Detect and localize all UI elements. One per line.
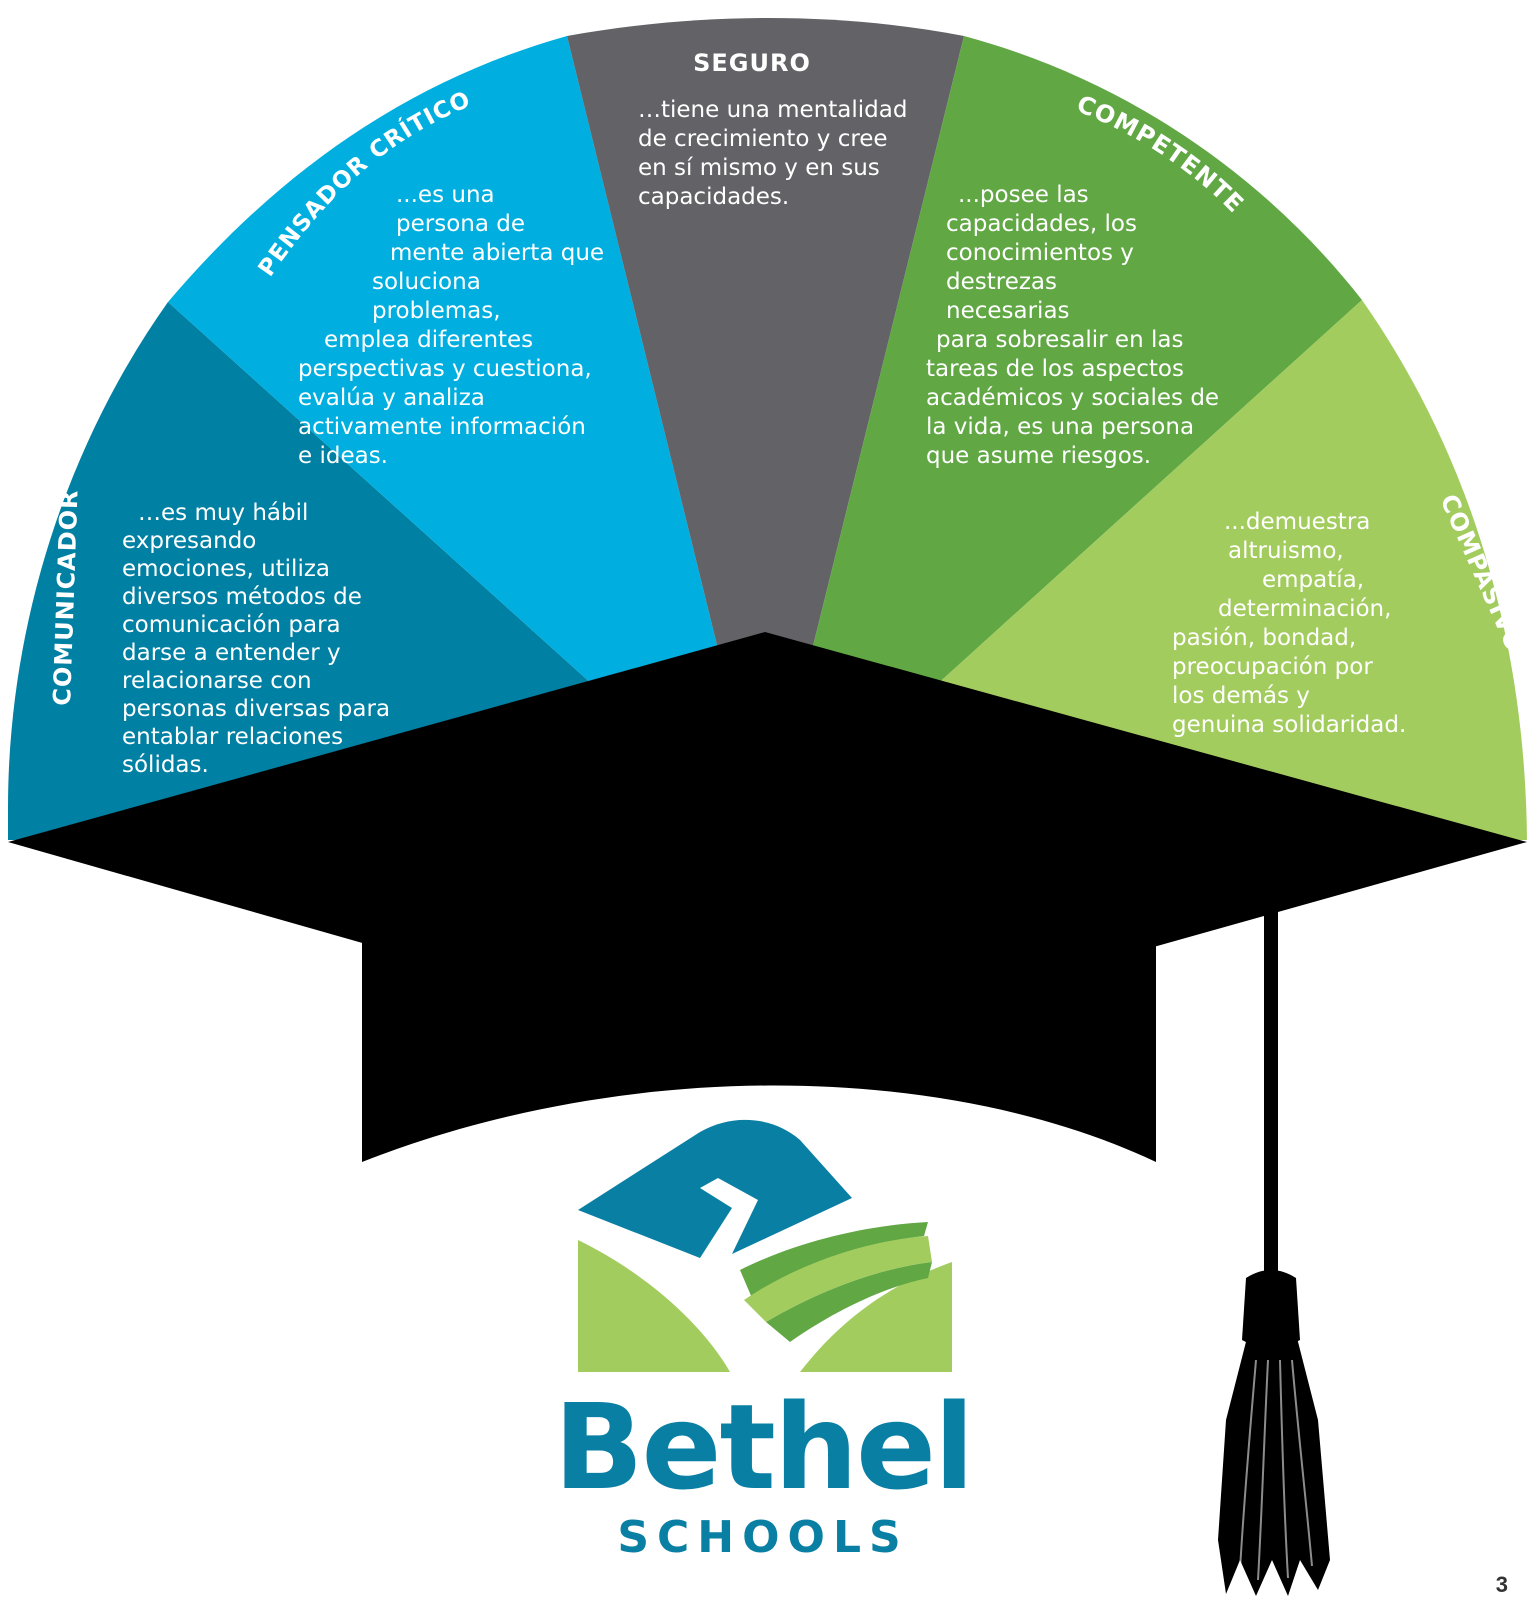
logo-left-hill bbox=[578, 1240, 730, 1372]
segment-competente bbox=[765, 36, 1362, 840]
page-number: 3 bbox=[1496, 1572, 1508, 1597]
text-seguro: …tiene una mentalidad de crecimiento y c… bbox=[638, 97, 915, 210]
tassel-strands bbox=[1239, 1359, 1313, 1581]
title-seguro: SEGURO bbox=[693, 49, 811, 77]
segment-seguro bbox=[567, 18, 964, 840]
text-pensador-critico: ...es una persona de mente abierta que s… bbox=[298, 182, 611, 469]
cap-board bbox=[8, 632, 1527, 948]
logo-stripe-bottom bbox=[766, 1262, 932, 1342]
text-competente: ...posee las capacidades, los conocimien… bbox=[926, 182, 1226, 469]
logo-light-band bbox=[744, 1236, 932, 1322]
tassel-fringe bbox=[1218, 1334, 1330, 1596]
logo-mountain-shape bbox=[578, 1119, 852, 1258]
logo-right-hill bbox=[800, 1262, 952, 1372]
tassel-knot bbox=[1242, 1270, 1300, 1348]
tassel-cord bbox=[1264, 912, 1278, 1282]
graduation-cap-icon bbox=[8, 632, 1527, 1596]
logo-name: Bethel bbox=[554, 1378, 973, 1516]
logo-stripe-top bbox=[740, 1222, 928, 1298]
segment-pensador-critico bbox=[168, 36, 765, 840]
logo-subtitle: SCHOOLS bbox=[617, 1512, 908, 1563]
cap-crown bbox=[362, 900, 1156, 1162]
text-compasivo: ...demuestra altruismo, empatía, determi… bbox=[1172, 509, 1406, 738]
text-comunicador: …es muy hábil expresando emociones, util… bbox=[122, 500, 397, 778]
bethel-schools-logo: Bethel SCHOOLS bbox=[554, 1119, 974, 1563]
